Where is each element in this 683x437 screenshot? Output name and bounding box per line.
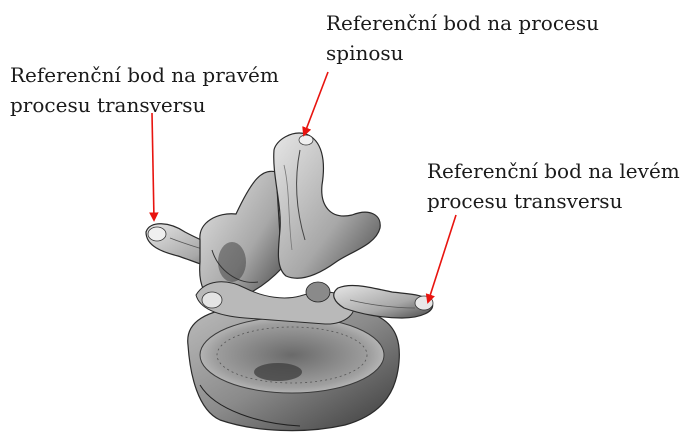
left-lamina [200, 171, 282, 302]
vertebra-illustration [146, 133, 433, 430]
label-right-transverse-line1: Referenční bod na pravém [10, 60, 279, 90]
vertebral-body [188, 303, 400, 431]
label-left-transverse-line2: procesu transversu [427, 186, 680, 216]
label-right-transverse-process: Referenční bod na pravém procesu transve… [10, 60, 279, 120]
label-left-transverse-line1: Referenční bod na levém [427, 156, 680, 186]
label-spinous-line1: Referenční bod na procesu [326, 8, 599, 38]
spinous-process [274, 133, 380, 278]
arrow-left-transverse [428, 215, 456, 302]
label-spinous-process: Referenční bod na procesu spinosu [326, 8, 599, 68]
arrow-right-transverse [152, 113, 154, 220]
label-spinous-line2: spinosu [326, 38, 599, 68]
label-right-transverse-line2: procesu transversu [10, 90, 279, 120]
arrow-spinous [304, 72, 328, 135]
label-left-transverse-process: Referenční bod na levém procesu transver… [427, 156, 680, 216]
